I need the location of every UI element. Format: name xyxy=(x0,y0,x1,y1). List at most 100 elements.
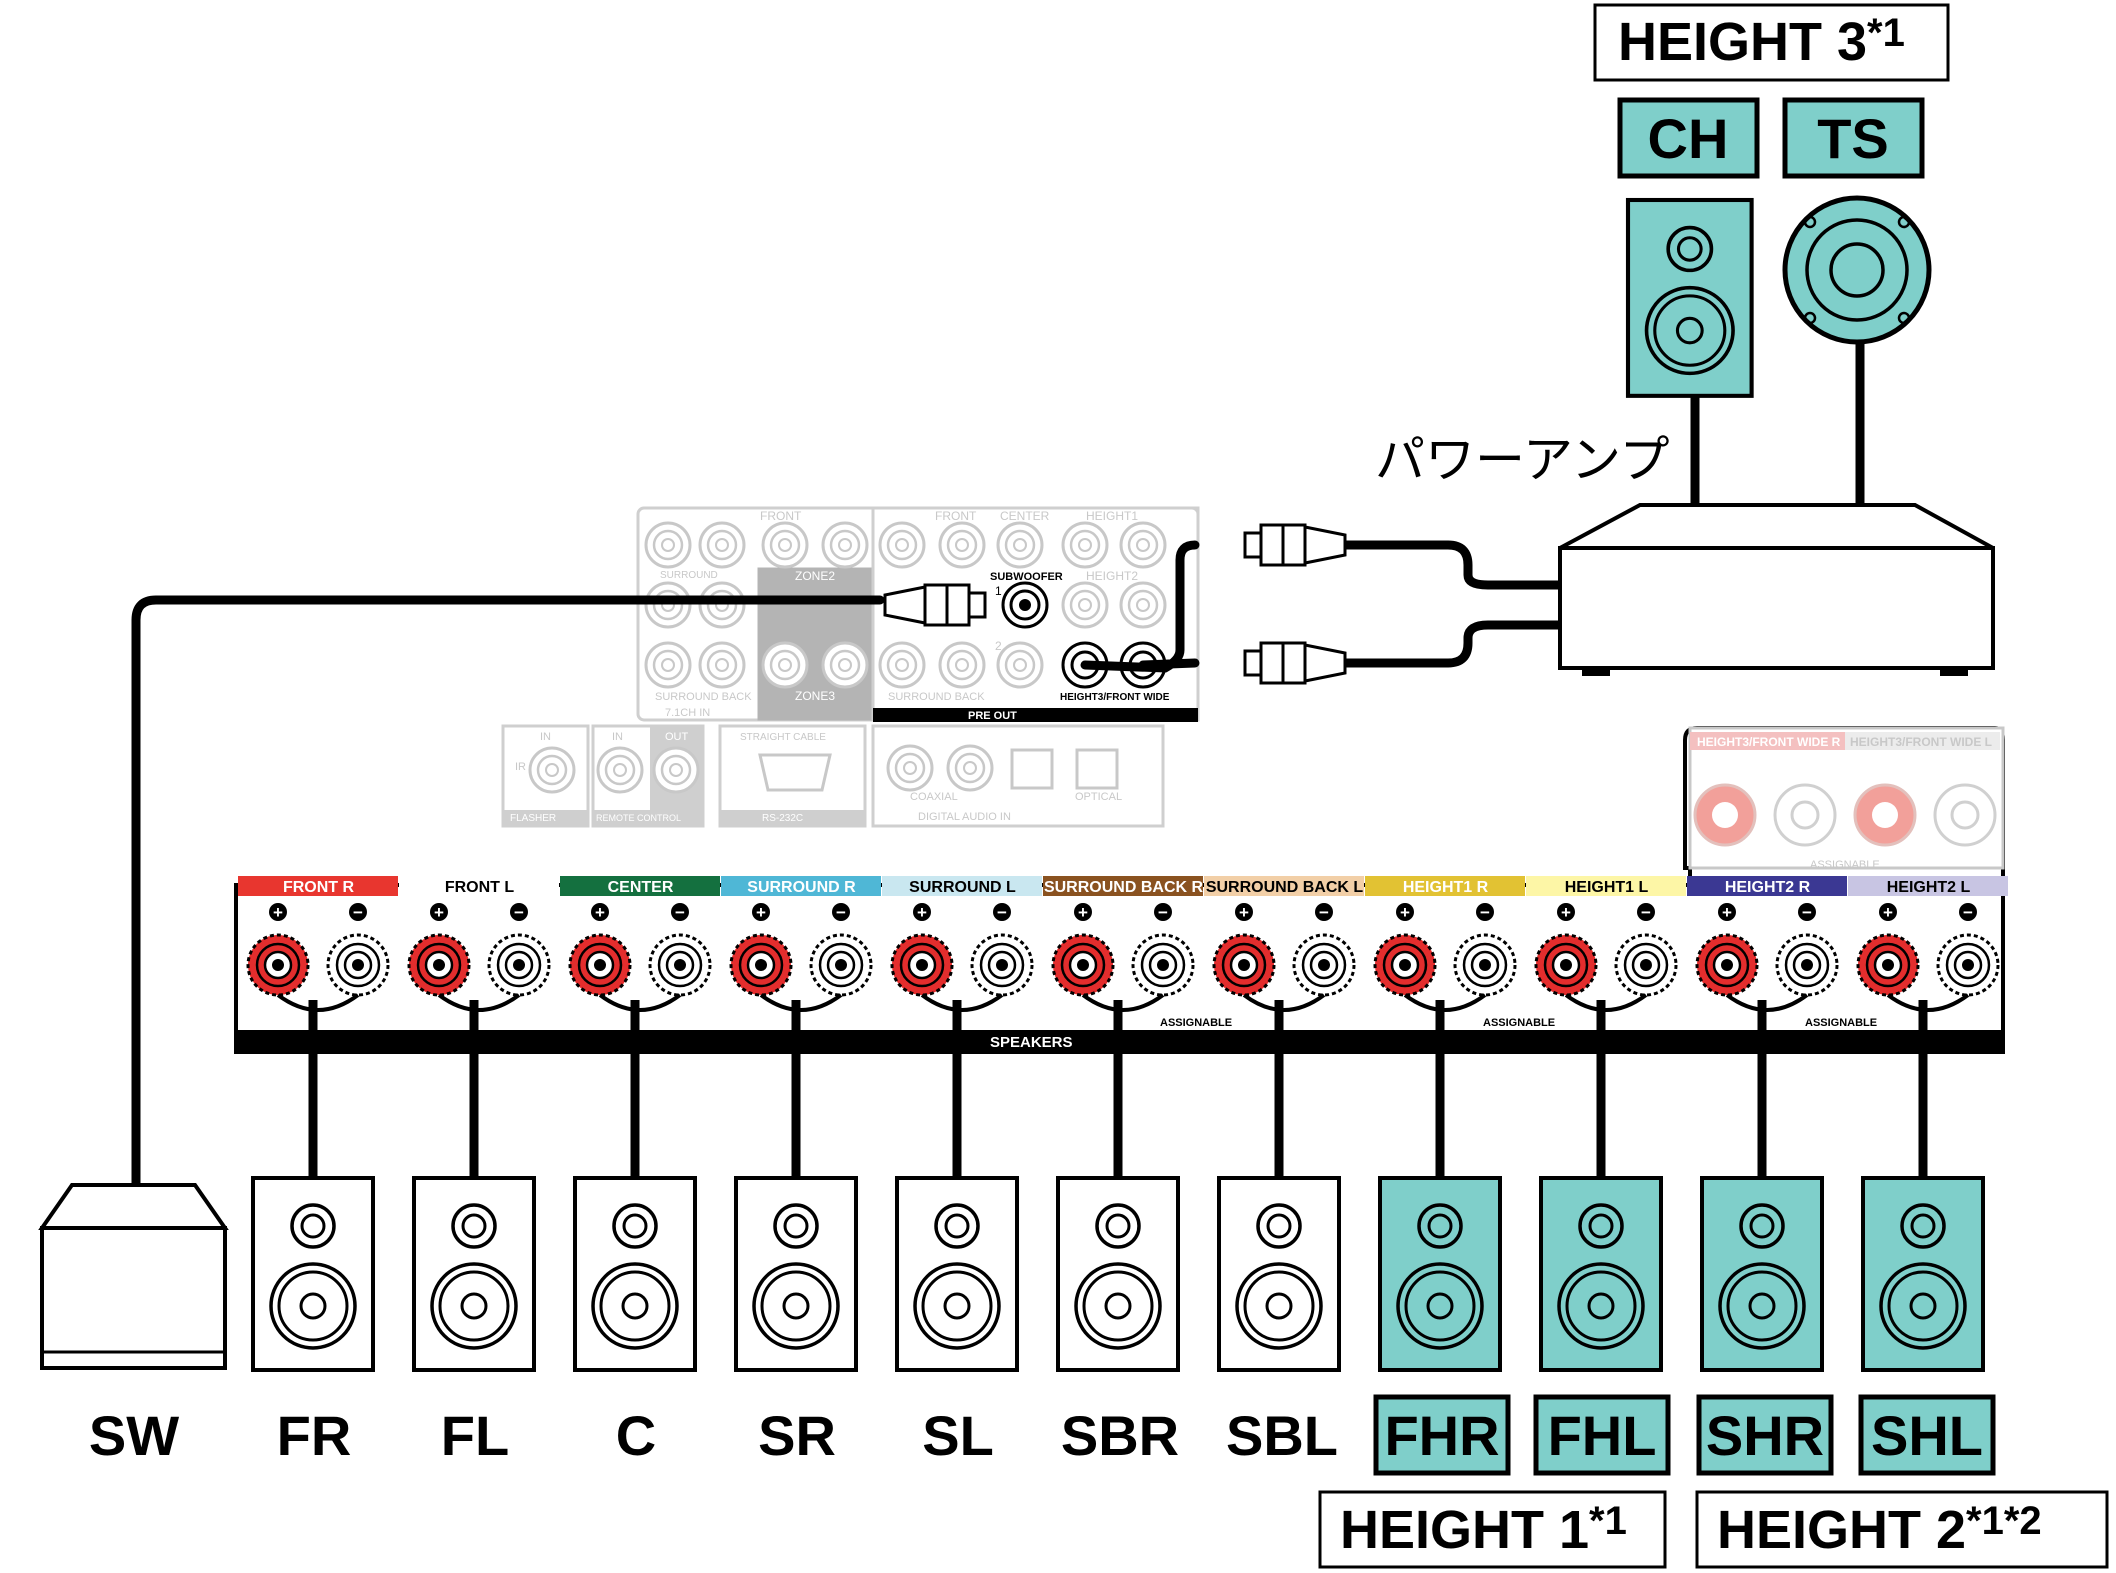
terminal-color-band xyxy=(399,876,559,896)
speaker-fl xyxy=(412,1176,536,1372)
svg-text:+: + xyxy=(917,903,927,922)
label-assignable-2: ASSIGNABLE xyxy=(1483,1017,1555,1029)
svg-text:−: − xyxy=(836,903,846,922)
terminal-group: HEIGHT1 L+− xyxy=(1526,876,1686,1012)
positive-terminal xyxy=(246,933,310,997)
terminal-group: SURROUND R+− xyxy=(721,876,881,1012)
speaker-label-shr: SHR xyxy=(1706,1404,1824,1467)
label-height1: HEIGHT1 xyxy=(1086,509,1138,523)
speaker-label-fhr: FHR xyxy=(1384,1404,1499,1467)
label-zone3: ZONE3 xyxy=(795,689,835,703)
speaker-label-sbr: SBR xyxy=(1061,1404,1179,1467)
svg-text:−: − xyxy=(675,903,685,922)
subwoofer xyxy=(38,1183,229,1370)
label-in-1: IN xyxy=(540,731,551,743)
label-surround-back: SURROUND BACK xyxy=(655,691,752,703)
receiver-io-panel: IN IR IN OUT FLASHER REMOTE CONTROL RS-2… xyxy=(501,724,1165,828)
speaker-terminal-panel: HEIGHT3/FRONT WIDE R HEIGHT3/FRONT WIDE … xyxy=(234,726,2008,1054)
power-amp-label: パワーアンプ xyxy=(1375,432,1670,488)
speaker-label-fr: FR xyxy=(277,1404,352,1467)
terminal-group-label: FRONT R xyxy=(283,879,355,896)
negative-terminal xyxy=(326,933,390,997)
terminal-group-label: HEIGHT2 L xyxy=(1887,879,1971,896)
negative-terminal xyxy=(1292,933,1356,997)
label-height3-fw-r: HEIGHT3/FRONT WIDE R xyxy=(1697,735,1841,749)
svg-text:+: + xyxy=(1883,903,1893,922)
svg-text:−: − xyxy=(353,903,363,922)
positive-terminal xyxy=(568,933,632,997)
ts-speaker: TS xyxy=(1782,97,1932,345)
negative-terminal xyxy=(1614,933,1678,997)
label-center: CENTER xyxy=(1000,509,1050,523)
label-assignable-3: ASSIGNABLE xyxy=(1805,1017,1877,1029)
svg-text:+: + xyxy=(1400,903,1410,922)
speaker-label-sr: SR xyxy=(758,1404,836,1467)
svg-text:+: + xyxy=(595,903,605,922)
svg-text:−: − xyxy=(514,903,524,922)
height3-label: HEIGHT 3 xyxy=(1618,12,1867,72)
terminal-color-band xyxy=(1848,876,2008,896)
terminal-color-band xyxy=(721,876,881,896)
label-ir: IR xyxy=(515,761,526,773)
label-speakers: SPEAKERS xyxy=(990,1034,1073,1051)
speaker-sl xyxy=(895,1176,1019,1372)
ch-label: CH xyxy=(1648,107,1729,170)
svg-text:HEIGHT 2*1*2: HEIGHT 2*1*2 xyxy=(1717,1499,2042,1560)
svg-text:−: − xyxy=(1641,903,1651,922)
terminal-group: SURROUND L+− xyxy=(882,876,1042,1012)
positive-terminal xyxy=(407,933,471,997)
height2-label: HEIGHT 2 xyxy=(1717,1500,1966,1560)
svg-text:−: − xyxy=(997,903,1007,922)
negative-terminal xyxy=(648,933,712,997)
terminal-group: SURROUND BACK R+− xyxy=(1043,876,1204,1012)
ts-label: TS xyxy=(1817,107,1889,170)
height2-label-box: HEIGHT 2*1*2 xyxy=(1695,1490,2109,1569)
label-pre-out: PRE OUT xyxy=(968,710,1017,722)
label-optical: OPTICAL xyxy=(1075,791,1122,803)
subwoofer-jack xyxy=(1001,581,1049,629)
terminal-group-label: SURROUND R xyxy=(747,879,856,896)
terminal-group: HEIGHT2 L+− xyxy=(1848,876,2008,1012)
height1-label: HEIGHT 1 xyxy=(1340,1500,1589,1560)
speaker-wires xyxy=(308,1000,1928,1185)
terminal-group: HEIGHT1 R+− xyxy=(1365,876,1525,1012)
positive-terminal xyxy=(1373,933,1437,997)
terminal-group-label: SURROUND BACK R xyxy=(1044,879,1204,896)
svg-text:+: + xyxy=(1561,903,1571,922)
speaker-shl xyxy=(1861,1176,1985,1372)
label-assignable-faded: ASSIGNABLE xyxy=(1810,859,1880,871)
negative-terminal xyxy=(1936,933,2000,997)
terminal-group: CENTER+ − xyxy=(560,876,720,1012)
terminal-color-band xyxy=(1526,876,1686,896)
label-rs232c: RS-232C xyxy=(762,813,803,824)
svg-text:+: + xyxy=(273,903,283,922)
speaker-label-sw: SW xyxy=(89,1404,179,1467)
svg-text:HEIGHT 1*1: HEIGHT 1*1 xyxy=(1340,1499,1627,1560)
negative-terminal xyxy=(487,933,551,997)
height1-note: *1 xyxy=(1589,1499,1627,1543)
label-height3-fw-l: HEIGHT3/FRONT WIDE L xyxy=(1850,735,1992,749)
speaker-label-fl: FL xyxy=(441,1404,509,1467)
rca-plug-amp-bottom xyxy=(1243,641,1347,685)
speaker-sbl xyxy=(1217,1176,1341,1372)
svg-text:−: − xyxy=(1319,903,1329,922)
svg-text:−: − xyxy=(1158,903,1168,922)
label-coaxial: COAXIAL xyxy=(910,791,958,803)
label-out: OUT xyxy=(665,731,689,743)
height2-note: *1*2 xyxy=(1966,1499,2042,1543)
label-assignable-1: ASSIGNABLE xyxy=(1160,1017,1232,1029)
negative-terminal xyxy=(1453,933,1517,997)
terminal-group-label: CENTER xyxy=(608,879,674,896)
svg-text:+: + xyxy=(1722,903,1732,922)
svg-text:−: − xyxy=(1480,903,1490,922)
label-remote-control: REMOTE CONTROL xyxy=(596,813,681,823)
positive-terminal xyxy=(1856,933,1920,997)
ch-speaker: CH xyxy=(1617,97,1760,396)
negative-terminal xyxy=(809,933,873,997)
speaker-label-shl: SHL xyxy=(1871,1404,1983,1467)
label-digital-audio-in: DIGITAL AUDIO IN xyxy=(918,811,1011,823)
terminal-color-band xyxy=(238,876,398,896)
label-front: FRONT xyxy=(760,509,802,523)
label-height3-front-wide: HEIGHT3/FRONT WIDE xyxy=(1060,692,1170,703)
